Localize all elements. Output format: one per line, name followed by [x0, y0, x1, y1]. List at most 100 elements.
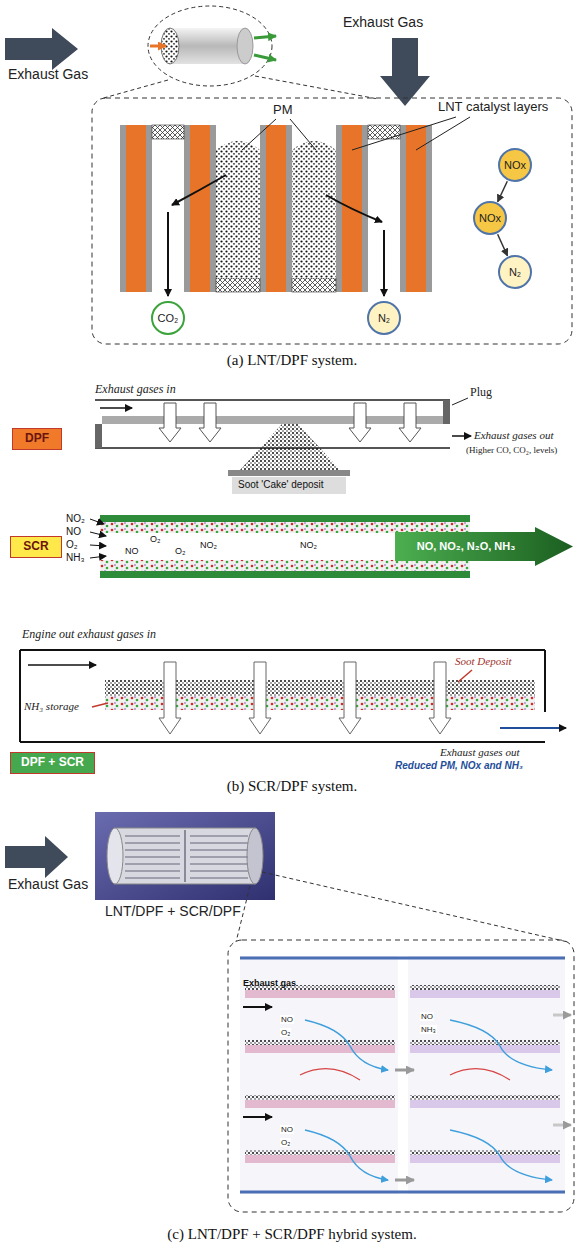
text-label: NO: [420, 1012, 434, 1021]
soot-cake: [228, 470, 350, 476]
scr-channel: [90, 532, 106, 536]
zoom-frame: [228, 940, 574, 1212]
filter-cylinder: [254, 36, 276, 38]
text-label: PM: [273, 103, 293, 118]
hybrid-channels: [398, 956, 408, 1194]
flow-arrows: [168, 175, 384, 296]
filter-walls: [184, 125, 190, 292]
dpf-scr-channel: [544, 650, 546, 712]
hybrid-channels: [410, 1040, 560, 1045]
filter-walls: [336, 125, 342, 292]
text-label: O₂: [66, 539, 78, 551]
filter-cylinder: [254, 55, 276, 60]
hybrid-channels: [553, 1124, 571, 1127]
filter-walls: [260, 125, 266, 292]
big-flow-arrow: [5, 836, 68, 878]
leader-lines: [242, 117, 470, 150]
hybrid-channels: [245, 1150, 395, 1155]
hybrid-channels: [245, 1095, 395, 1100]
node-text: DPF + SCR: [21, 756, 84, 769]
text-label: Exhaust Gas: [8, 66, 88, 82]
soot-cake: [228, 424, 350, 494]
filter-walls: [286, 125, 292, 292]
filter-walls: [190, 125, 210, 292]
dpf-channel: [443, 400, 450, 424]
filter-walls: [362, 125, 368, 292]
gas-circle: N₂: [498, 255, 532, 289]
zoom-lines: [100, 80, 168, 99]
dpf-scr-channel: [20, 649, 545, 651]
figure-caption: (c) LNT/DPF + SCR/DPF hybrid system.: [167, 1226, 416, 1243]
text-label: Engine out exhaust gases in: [22, 628, 156, 642]
filter-cylinder: [148, 6, 272, 86]
hybrid-channels: [450, 1069, 510, 1080]
text-label: Exhaust gases in: [95, 383, 176, 397]
text-label: NO₂: [200, 540, 217, 550]
text-label: NO: [66, 526, 81, 538]
hybrid-channels: [450, 1130, 552, 1180]
text-label: Exhaust gas: [243, 978, 296, 988]
flow-arrows: [167, 212, 169, 296]
text-label: NO: [280, 1015, 294, 1024]
zoom-lines: [255, 76, 378, 99]
filter-cylinder: [150, 45, 166, 48]
filter-cylinder: [148, 6, 276, 86]
through-wall-arrows: [349, 403, 371, 442]
node-text: CO₂: [158, 312, 179, 324]
through-wall-arrows: [249, 662, 271, 734]
channel-plugs: [368, 125, 400, 139]
text-label: NH₃ storage: [24, 700, 79, 713]
scr-channel: [100, 571, 470, 578]
hybrid-channels: [410, 990, 560, 998]
hybrid-cylinder: [107, 828, 123, 884]
leader-lines: [416, 117, 470, 150]
zoom-lines: [262, 872, 568, 942]
text-label: Soot 'Cake' deposit: [238, 479, 324, 491]
hybrid-channels: [305, 1020, 388, 1070]
zoom-lines: [236, 872, 568, 942]
scr-channel: [90, 545, 106, 546]
filter-cylinder: [237, 28, 253, 64]
scr-channel: [100, 522, 470, 533]
hybrid-cylinder: [125, 836, 248, 878]
scr-channel: [100, 515, 470, 522]
hybrid-channels: [395, 1179, 414, 1182]
hybrid-channels: [240, 957, 565, 960]
hybrid-channels: [553, 1014, 571, 1017]
hybrid-cylinder: [115, 828, 255, 884]
hybrid-channels: [410, 1095, 560, 1100]
particulate-matter: [216, 141, 260, 278]
text-label: LNT/DPF + SCR/DPF: [105, 903, 241, 919]
filter-cylinder: [170, 28, 245, 64]
text-label: NH₃: [66, 552, 85, 564]
hybrid-cylinder: [247, 828, 263, 884]
text-label: NO₂: [66, 513, 85, 525]
hybrid-cylinder: [95, 812, 275, 900]
filter-walls: [266, 125, 286, 292]
text-label: (Higher CO, CO₂, levels): [466, 445, 557, 455]
text-label: NO: [125, 546, 139, 556]
hybrid-channels: [240, 956, 565, 1194]
through-wall-arrows: [199, 403, 221, 442]
leader-lines: [352, 117, 456, 150]
filter-walls: [120, 125, 432, 292]
flow-arrows: [172, 175, 226, 205]
dpf-channel: [452, 398, 468, 405]
hybrid-cylinder: [184, 830, 186, 882]
text-label: Reduced PM, NOx and NH₃: [395, 760, 523, 772]
soot-cake: [240, 424, 340, 470]
channel-plugs: [152, 125, 400, 292]
through-wall-arrows: [339, 662, 361, 734]
gas-circle: NOx: [498, 148, 532, 182]
gas-arrow: NO, NO₂, N₂O, NH₃: [395, 527, 573, 566]
hybrid-channels: [450, 1020, 552, 1070]
dpf-scr-channel: [28, 664, 96, 666]
through-wall-arrows: [399, 403, 421, 442]
gas-circle: N₂: [367, 301, 401, 335]
particulate-matter: [292, 141, 336, 278]
text-label: Exhaust Gas: [343, 14, 423, 30]
gas-circle: CO₂: [151, 301, 185, 335]
through-wall-arrows: [159, 662, 181, 734]
hybrid-channels: [245, 1155, 395, 1163]
